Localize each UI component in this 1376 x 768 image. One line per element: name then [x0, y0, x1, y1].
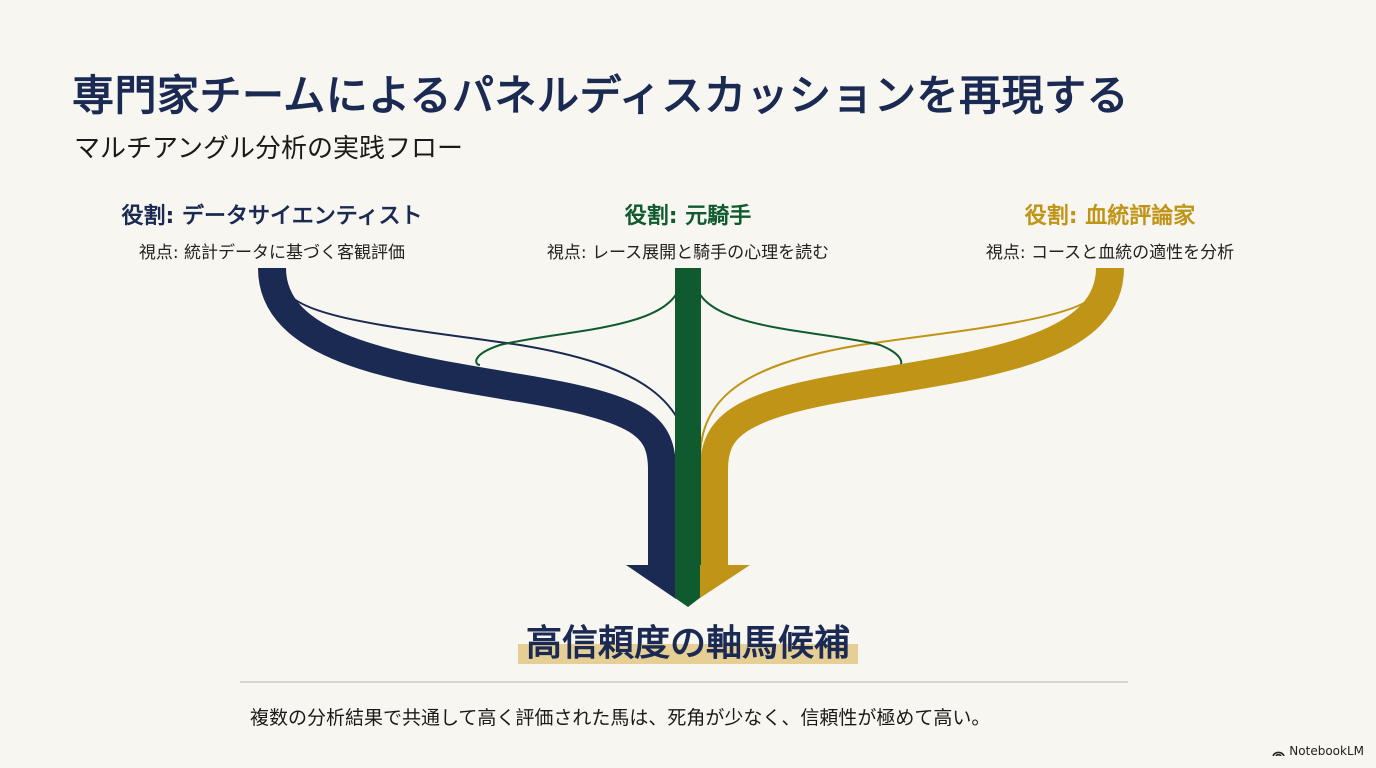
page-subtitle: マルチアングル分析の実践フロー: [74, 134, 463, 164]
role-data-scientist: 役割: データサイエンティスト 視点: 統計データに基づく客観評価: [62, 198, 482, 263]
role-perspective: 視点: 統計データに基づく客観評価: [138, 243, 406, 263]
role-perspective: 視点: コースと血統の適性を分析: [985, 243, 1235, 263]
gold-thin-stream: [699, 291, 1099, 461]
gold-main-stream: [700, 267, 1124, 568]
result-heading: 高信頼度の軸馬候補: [0, 614, 1376, 666]
green-thin-stream-left: [475, 284, 681, 366]
page-title: 専門家チームによるパネルディスカッションを再現する: [72, 71, 1130, 120]
role-label: 役割: 血統評論家: [1024, 204, 1196, 229]
role-pedigree-critic: 役割: 血統評論家 視点: コースと血統の適性を分析: [900, 198, 1320, 263]
result-title: 高信頼度の軸馬候補: [517, 614, 859, 666]
role-former-jockey: 役割: 元騎手 視点: レース展開と騎手の心理を読む: [478, 198, 898, 263]
result-description: 複数の分析結果で共通して高く評価された馬は、死角が少なく、信頼性が極めて高い。: [250, 707, 991, 729]
navy-main-stream: [258, 267, 676, 568]
role-label: 役割: 元騎手: [624, 204, 752, 229]
arrowhead-green: [675, 565, 701, 607]
notebooklm-logo-icon: [1272, 751, 1286, 756]
arrowhead-gold: [700, 565, 750, 598]
brand-label: NotebookLM: [1289, 744, 1364, 758]
arrowhead-navy: [626, 565, 676, 599]
green-thin-stream-right: [695, 284, 903, 366]
brand-watermark: NotebookLM: [1272, 744, 1364, 758]
role-label: 役割: データサイエンティスト: [121, 204, 423, 229]
navy-thin-stream: [285, 289, 691, 471]
divider: [240, 681, 1128, 683]
role-perspective: 視点: レース展開と騎手の心理を読む: [546, 243, 830, 263]
